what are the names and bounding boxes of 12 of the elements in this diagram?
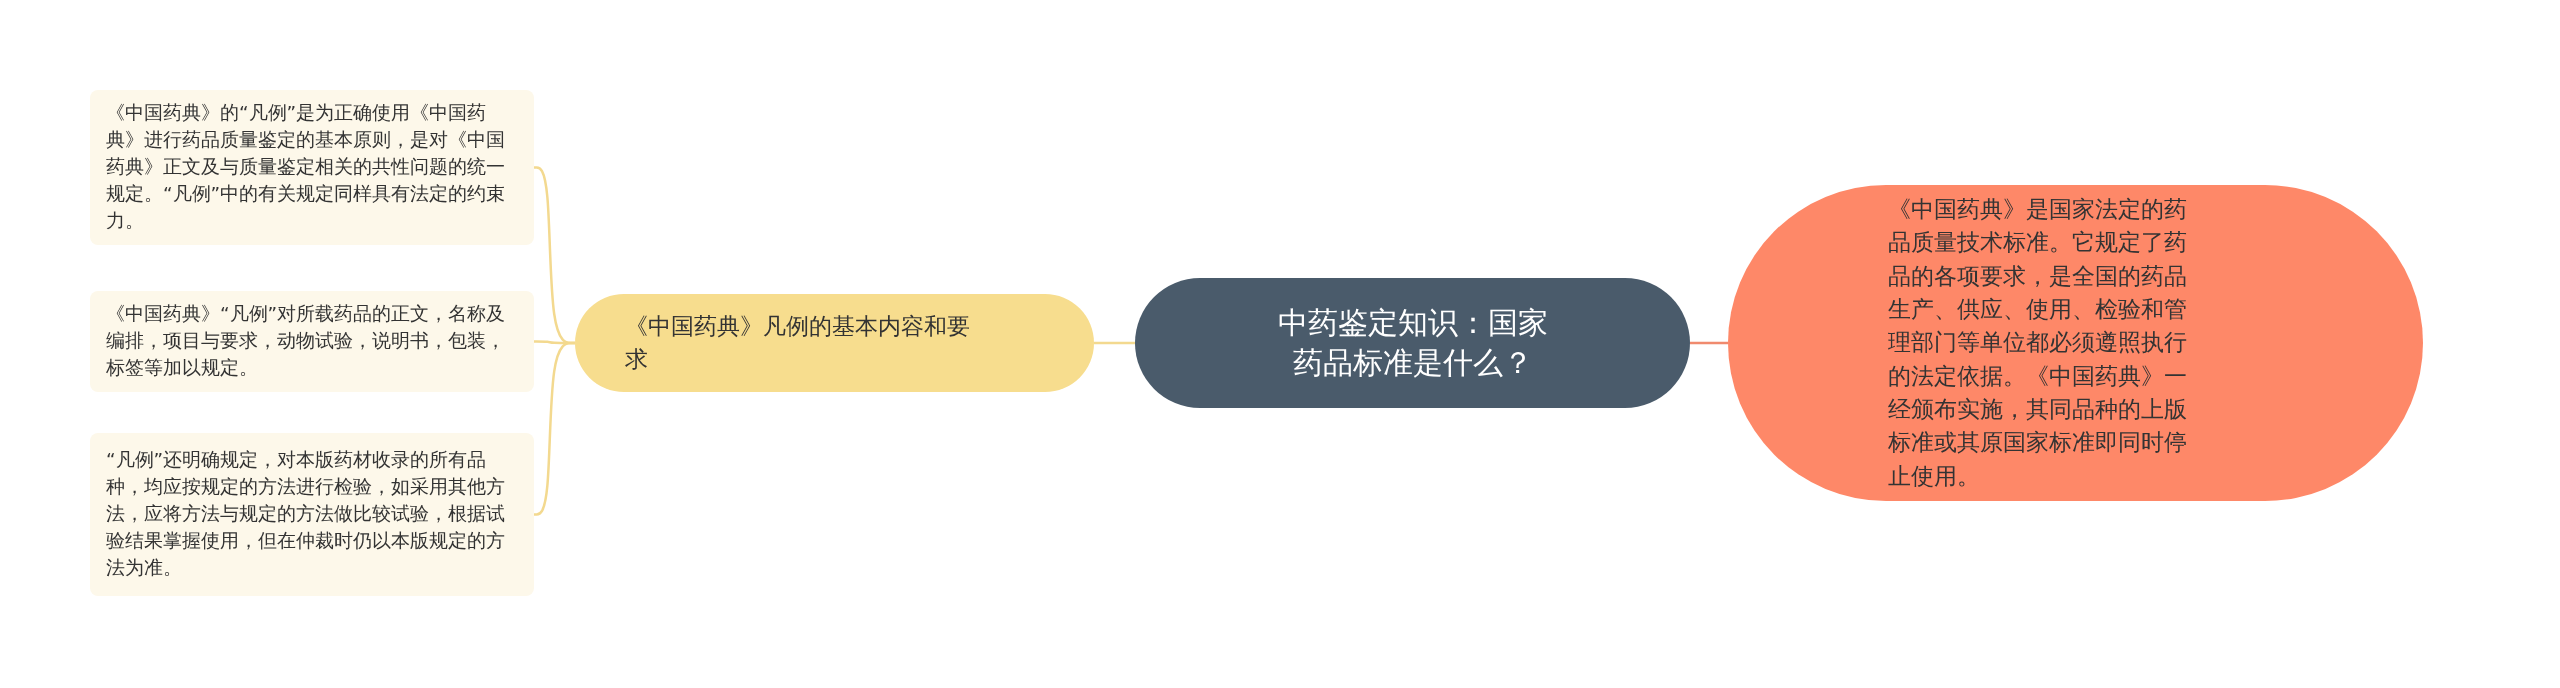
node-text: 《中国药典》是国家法定的药品质量技术标准。它规定了药品的各项要求，是全国的药品生产、供应、使用、检验和管理部门等单位都必须遵照执行的法定依据。《中国药典》一经颁布实施，其同品种的上版标准或其原国家标准即同时停止使用。 <box>1888 194 2188 491</box>
node-text: 《中国药典》“凡例”对所载药品的正文，名称及编排，项目与要求，动物试验，说明书，包装，标签等加以规定。 <box>106 302 506 380</box>
connector-line <box>1690 341 1728 345</box>
connector-line <box>1094 341 1135 345</box>
node-text: 中药鉴定知识：国家药品标准是什么？ <box>1276 303 1549 382</box>
note-card <box>90 433 534 596</box>
node-text: 《中国药典》凡例的基本内容和要求 <box>625 311 971 374</box>
connector-line <box>534 341 575 516</box>
node-text: “凡例”还明确规定，对本版药材收录的所有品种，均应按规定的方法进行检验，如采用其他方法，应将方法与规定的方法做比较试验，根据试验结果掌握使用，但在仲裁时仍以本版规定的方法为准。 <box>106 448 506 580</box>
node-text: 《中国药典》的“凡例”是为正确使用《中国药典》进行药品质量鉴定的基本原则，是对《中国药典》正文及与质量鉴定相关的共性问题的统一规定。“凡例”中的有关规定同样具有法定的约束力。 <box>106 101 506 233</box>
note-card <box>90 291 534 392</box>
note-card <box>90 90 534 245</box>
